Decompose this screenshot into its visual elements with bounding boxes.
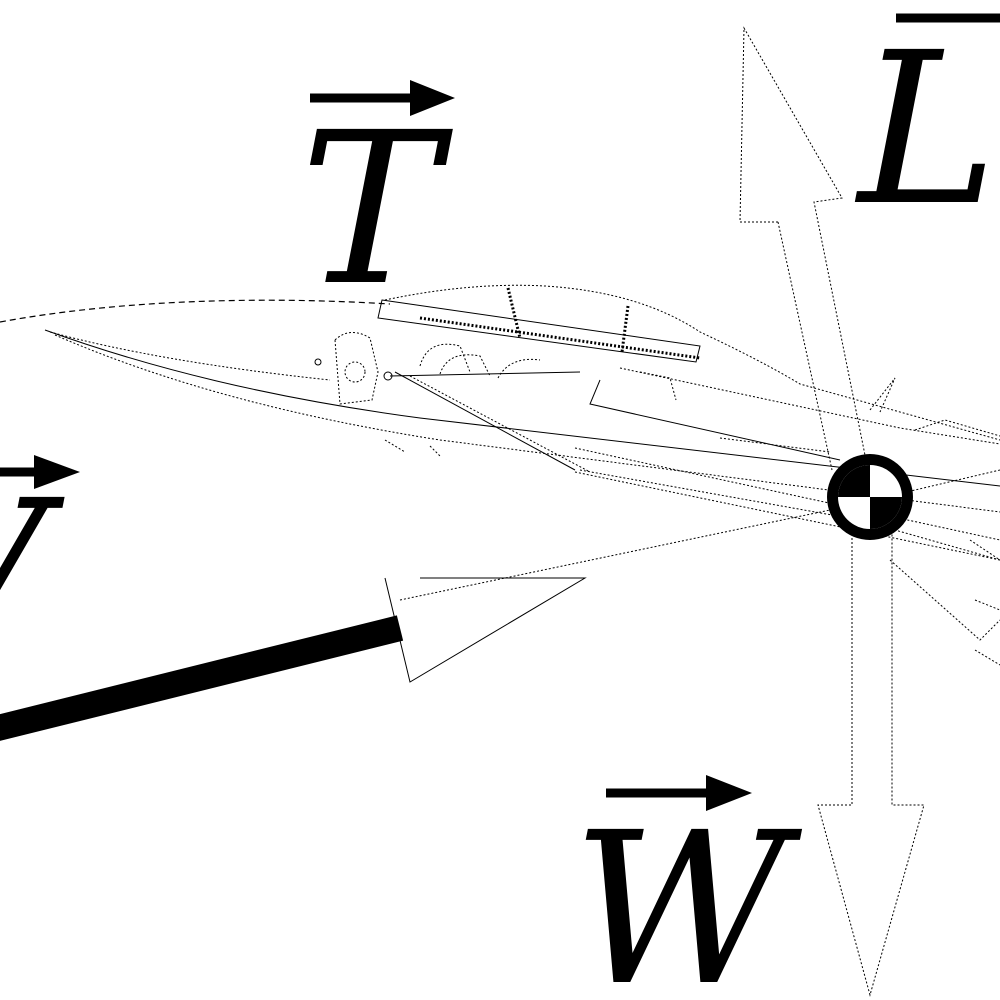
lift-label: L bbox=[854, 7, 1000, 252]
center-of-gravity-icon bbox=[827, 454, 913, 540]
velocity-symbol: V bbox=[0, 455, 65, 700]
lift-vector bbox=[739, 26, 869, 471]
thrust-label: T bbox=[300, 80, 455, 332]
lift-symbol: L bbox=[854, 7, 997, 252]
weight-vector bbox=[817, 530, 925, 997]
aircraft-outline-icon bbox=[0, 284, 1000, 666]
weight-symbol: W bbox=[572, 787, 803, 1000]
thrust-symbol: T bbox=[300, 87, 453, 332]
weight-label: W bbox=[572, 775, 803, 1000]
velocity-label: V bbox=[0, 455, 80, 700]
velocity-vector bbox=[0, 577, 587, 741]
